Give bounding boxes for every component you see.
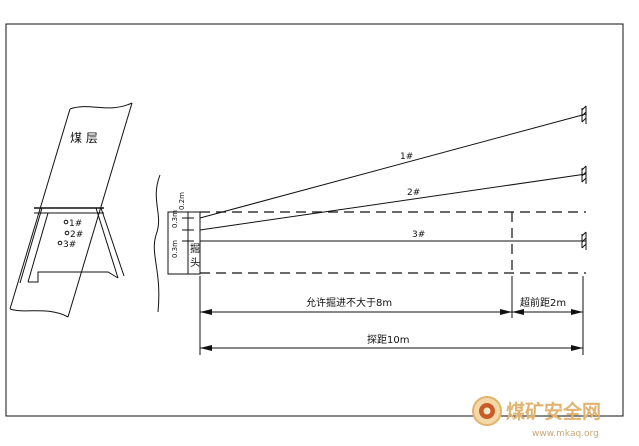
drill-hole-1 [199,113,587,219]
hole-label-2: 2# [407,188,420,198]
seam-hole-label-1: 1# [69,219,82,229]
heading-label-top: 掘 [190,242,200,255]
face-label-0-3m-a: 0.3m [171,210,179,228]
seam-hole-label-2: 2# [70,230,83,240]
coal-seam-section: 煤 层 1# 2# 3# [9,102,133,318]
face-label-0-2m: 0.2m [178,192,186,210]
heading-face: 0.2m 0.3m 0.3m 掘 头 [167,192,201,275]
dim-allowed-label: 允许掘进不大于8m [306,296,392,309]
watermark-logo-icon [472,396,502,426]
watermark-title: 煤矿安全网 [506,400,601,423]
hole-label-1: 1# [400,152,413,162]
drill-hole-2 [199,173,587,231]
dim-advance-label: 超前距2m [520,296,566,309]
coal-seam-label: 煤 层 [70,131,98,145]
site-watermark: 煤矿安全网 www.mkaq.org [472,396,601,439]
seam-hole-label-3: 3# [63,240,76,250]
roadway-outline [200,211,586,274]
drill-holes: 1# 2# 3# [199,105,587,250]
face-break-line [153,174,161,313]
heading-label-bottom: 头 [190,257,200,269]
watermark-url: www.mkaq.org [532,429,599,439]
dimensions: 允许掘进不大于8m 超前距2m 探距10m [199,276,584,355]
dim-probe-label: 探距10m [367,333,409,346]
hole-label-3: 3# [412,230,425,240]
face-label-0-3m-b: 0.3m [171,240,179,258]
drawing-frame [5,23,624,417]
